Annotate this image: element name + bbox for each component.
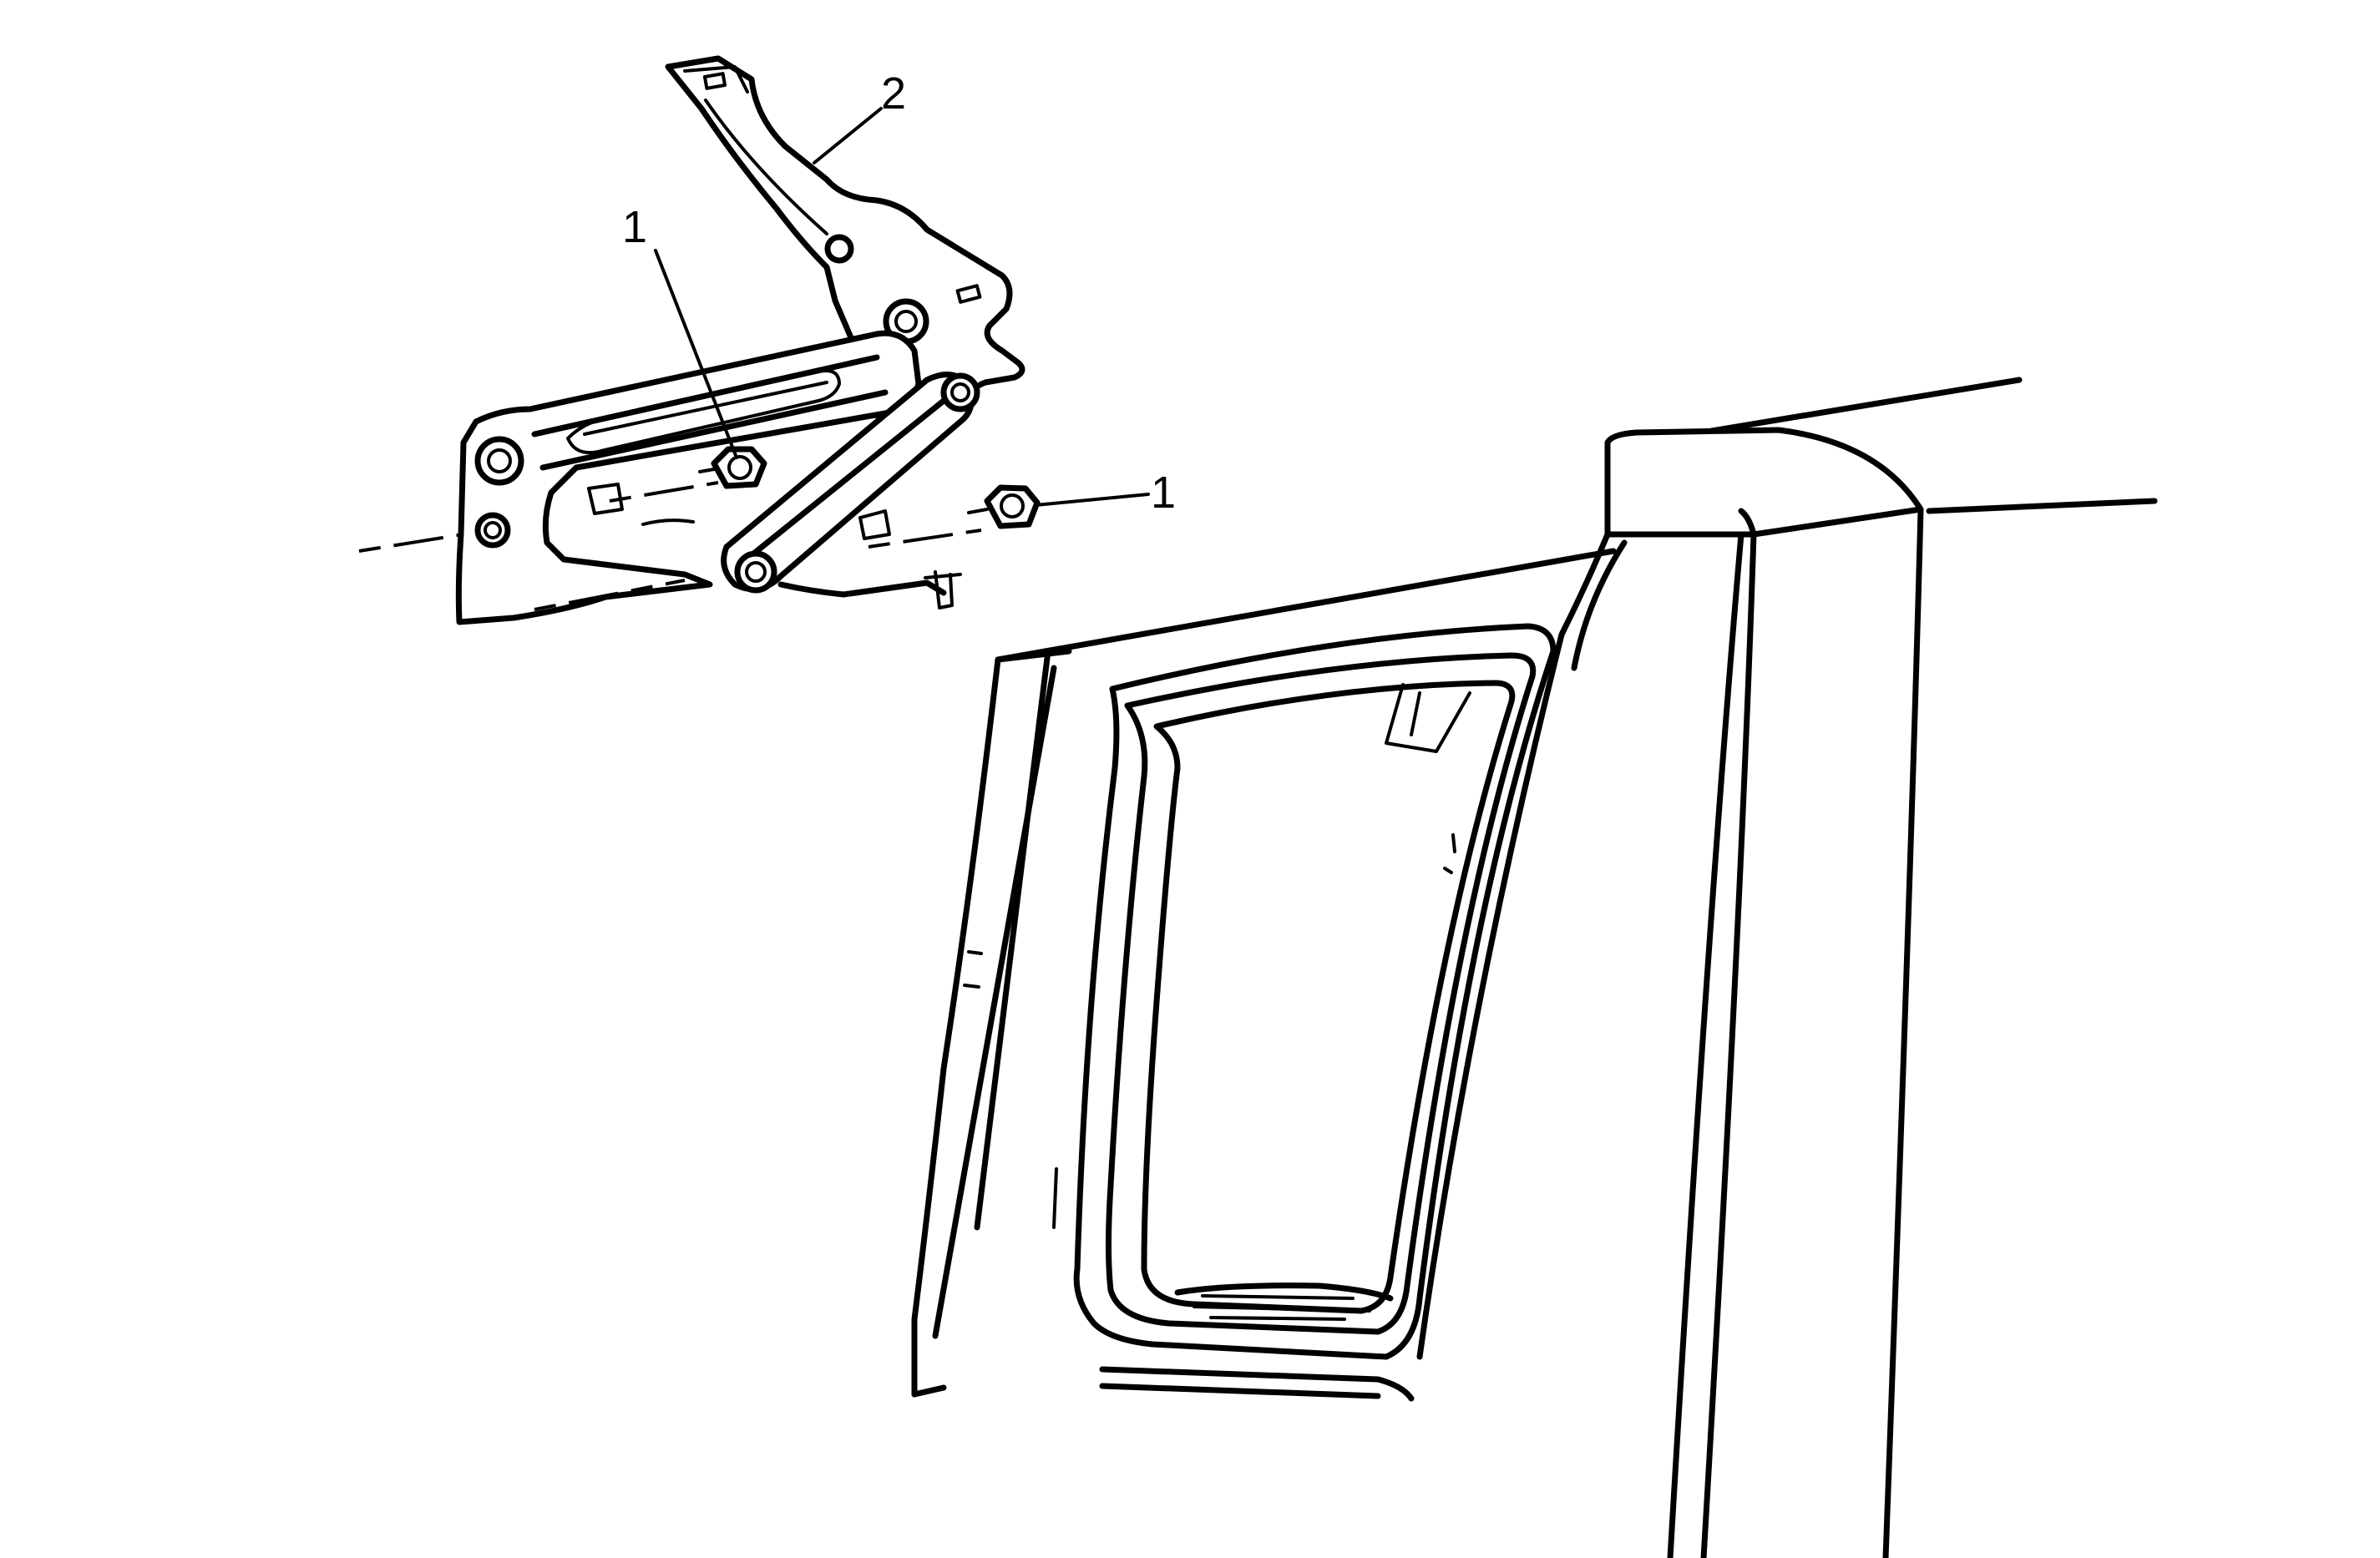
hinge-nut-right [967, 484, 1041, 529]
callout-nut-right: 1 [1034, 468, 1176, 518]
cowl-cap [1604, 427, 1924, 538]
callout-label-hinge: 2 [881, 68, 906, 119]
hinge-nut-left [698, 446, 767, 489]
window-seal-outer [1073, 623, 1557, 1360]
callout-label-nut-right: 1 [1151, 468, 1176, 518]
callout-label-nut-left: 1 [622, 202, 647, 252]
vehicle-body [911, 377, 2158, 1558]
callout-hinge: 2 [813, 68, 906, 164]
hood-hinge [358, 55, 1025, 625]
callout-nut-left: 1 [622, 202, 738, 459]
